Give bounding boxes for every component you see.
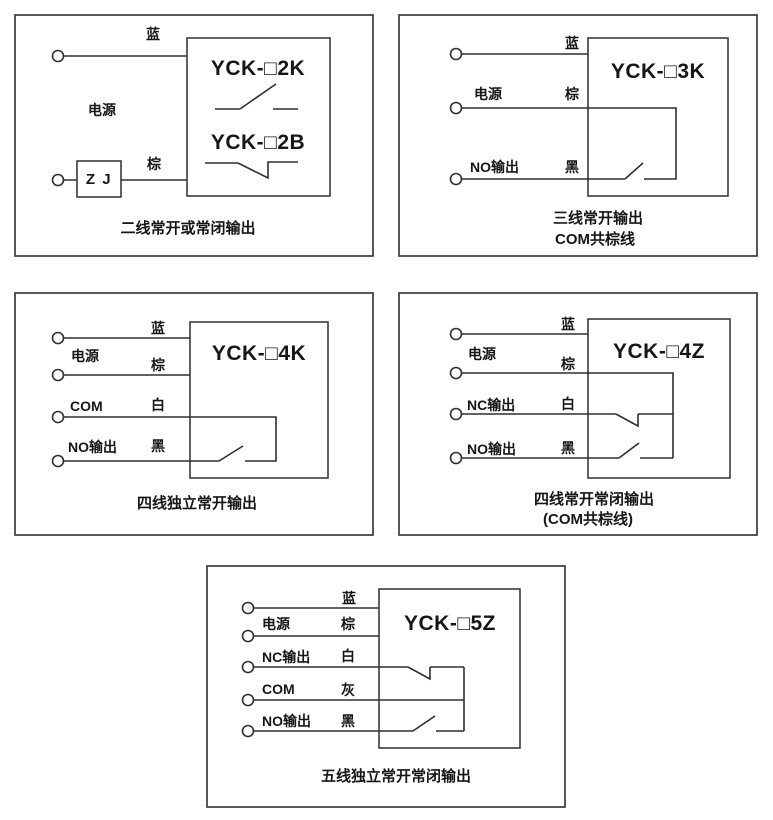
nc-contact-symbol bbox=[407, 666, 464, 681]
terminal-brown bbox=[241, 629, 255, 643]
panel-four-wire-no: 蓝 电源 棕 COM 白 NO输出 黑 YCK-□4K 四线独立常开输出 bbox=[14, 292, 374, 536]
panel-border bbox=[398, 292, 758, 536]
panel-caption-line2: COM共棕线 bbox=[555, 230, 635, 248]
terminal-black bbox=[449, 451, 463, 465]
zj-relay-label: Z J bbox=[86, 171, 112, 188]
zj-relay-box bbox=[76, 160, 122, 198]
no-output-label: NO输出 bbox=[470, 159, 519, 175]
no-output-label: NO输出 bbox=[68, 439, 117, 455]
terminal-black bbox=[449, 172, 463, 186]
brown-wire-com-bus bbox=[461, 372, 674, 458]
no-contact-symbol bbox=[218, 445, 244, 462]
model-label: YCK-□4K bbox=[212, 342, 306, 365]
power-label: 电源 bbox=[262, 616, 290, 632]
black-wire-label: 黑 bbox=[341, 713, 355, 729]
panel-caption: 二线常开或常闭输出 bbox=[120, 219, 255, 237]
terminal-brown bbox=[449, 101, 463, 115]
gray-wire-label: 灰 bbox=[341, 682, 355, 698]
panel-four-wire-no-nc: 蓝 电源 棕 NC输出 白 NO输出 黑 YCK-□4Z 四线常开常闭输出 (C… bbox=[398, 292, 758, 536]
white-wire-label: 白 bbox=[561, 396, 575, 412]
white-wire-com-bus bbox=[63, 416, 277, 462]
model-no-label: YCK-□2K bbox=[211, 57, 305, 80]
white-wire-label: 白 bbox=[341, 648, 355, 664]
no-output-label: NO输出 bbox=[262, 713, 311, 729]
device-box bbox=[189, 321, 329, 479]
model-label: YCK-□3K bbox=[611, 60, 705, 83]
terminal-blue bbox=[51, 331, 65, 345]
no-contact-symbol bbox=[412, 715, 464, 732]
blue-wire-label: 蓝 bbox=[342, 590, 356, 606]
brown-wire-label: 棕 bbox=[150, 357, 165, 373]
brown-wire-label: 棕 bbox=[340, 616, 355, 632]
panel-caption: 四线独立常开输出 bbox=[137, 494, 257, 512]
power-label: 电源 bbox=[71, 348, 99, 364]
panel-two-wire: 蓝 电源 棕 Z J YCK-□2K YCK-□2B 二线常开或常闭输出 bbox=[14, 14, 374, 257]
terminal-white bbox=[51, 410, 65, 424]
terminal-blue bbox=[449, 327, 463, 341]
panel-five-wire: 蓝 电源 棕 NC输出 白 COM 灰 NO输出 黑 YCK-□5Z 五线独立常… bbox=[206, 565, 566, 808]
terminal-white bbox=[241, 660, 255, 674]
model-label: YCK-□4Z bbox=[613, 340, 705, 363]
black-wire-label: 黑 bbox=[151, 438, 165, 454]
blue-wire-label: 蓝 bbox=[151, 320, 165, 336]
panel-caption-line2: (COM共棕线) bbox=[543, 510, 633, 528]
panel-caption: 五线独立常开常闭输出 bbox=[321, 767, 471, 785]
panel-border bbox=[14, 14, 374, 257]
terminal-blue bbox=[449, 47, 463, 61]
blue-wire-label: 蓝 bbox=[561, 316, 575, 332]
blue-wire-label: 蓝 bbox=[146, 26, 160, 42]
terminal-white bbox=[449, 407, 463, 421]
com-label: COM bbox=[262, 681, 295, 697]
panel-three-wire: 蓝 电源 棕 NO输出 黑 YCK-□3K 三线常开输出 COM共棕线 bbox=[398, 14, 758, 257]
panel-caption-line1: 三线常开输出 bbox=[553, 209, 643, 227]
power-label: 电源 bbox=[474, 86, 502, 102]
nc-output-label: NC输出 bbox=[262, 649, 310, 665]
panel-border bbox=[206, 565, 566, 808]
brown-wire-label: 棕 bbox=[564, 86, 579, 102]
terminal-brown bbox=[51, 368, 65, 382]
no-output-label: NO输出 bbox=[467, 441, 516, 457]
black-wire-label: 黑 bbox=[565, 159, 579, 175]
terminal-black bbox=[51, 454, 65, 468]
nc-contact-symbol bbox=[205, 161, 298, 180]
terminal-gray bbox=[241, 693, 255, 707]
power-label: 电源 bbox=[88, 102, 116, 118]
terminal-blue bbox=[241, 601, 255, 615]
nc-contact-symbol bbox=[615, 413, 673, 428]
terminal-black bbox=[241, 724, 255, 738]
panel-caption-line1: 四线常开常闭输出 bbox=[534, 490, 654, 508]
brown-wire-label: 棕 bbox=[146, 156, 161, 172]
black-wire-label: 黑 bbox=[561, 440, 575, 456]
panel-border bbox=[14, 292, 374, 536]
com-label: COM bbox=[70, 398, 103, 414]
no-contact-symbol bbox=[215, 83, 298, 110]
model-label: YCK-□5Z bbox=[404, 612, 496, 635]
blue-wire-label: 蓝 bbox=[565, 35, 579, 51]
nc-output-label: NC输出 bbox=[467, 397, 515, 413]
device-box bbox=[587, 37, 729, 197]
no-contact-symbol bbox=[624, 162, 644, 180]
device-box bbox=[378, 588, 521, 749]
brown-wire-com-bus bbox=[461, 107, 677, 180]
brown-wire-label: 棕 bbox=[560, 356, 575, 372]
terminal-brown bbox=[51, 173, 65, 187]
power-label: 电源 bbox=[468, 346, 496, 362]
gray-wire-com-bus bbox=[253, 667, 465, 731]
device-box bbox=[587, 318, 731, 479]
terminal-blue bbox=[51, 49, 65, 63]
device-box bbox=[186, 37, 331, 197]
no-contact-symbol bbox=[618, 442, 673, 459]
terminal-brown bbox=[449, 366, 463, 380]
model-nc-label: YCK-□2B bbox=[211, 131, 305, 154]
panel-border bbox=[398, 14, 758, 257]
white-wire-label: 白 bbox=[151, 397, 165, 413]
